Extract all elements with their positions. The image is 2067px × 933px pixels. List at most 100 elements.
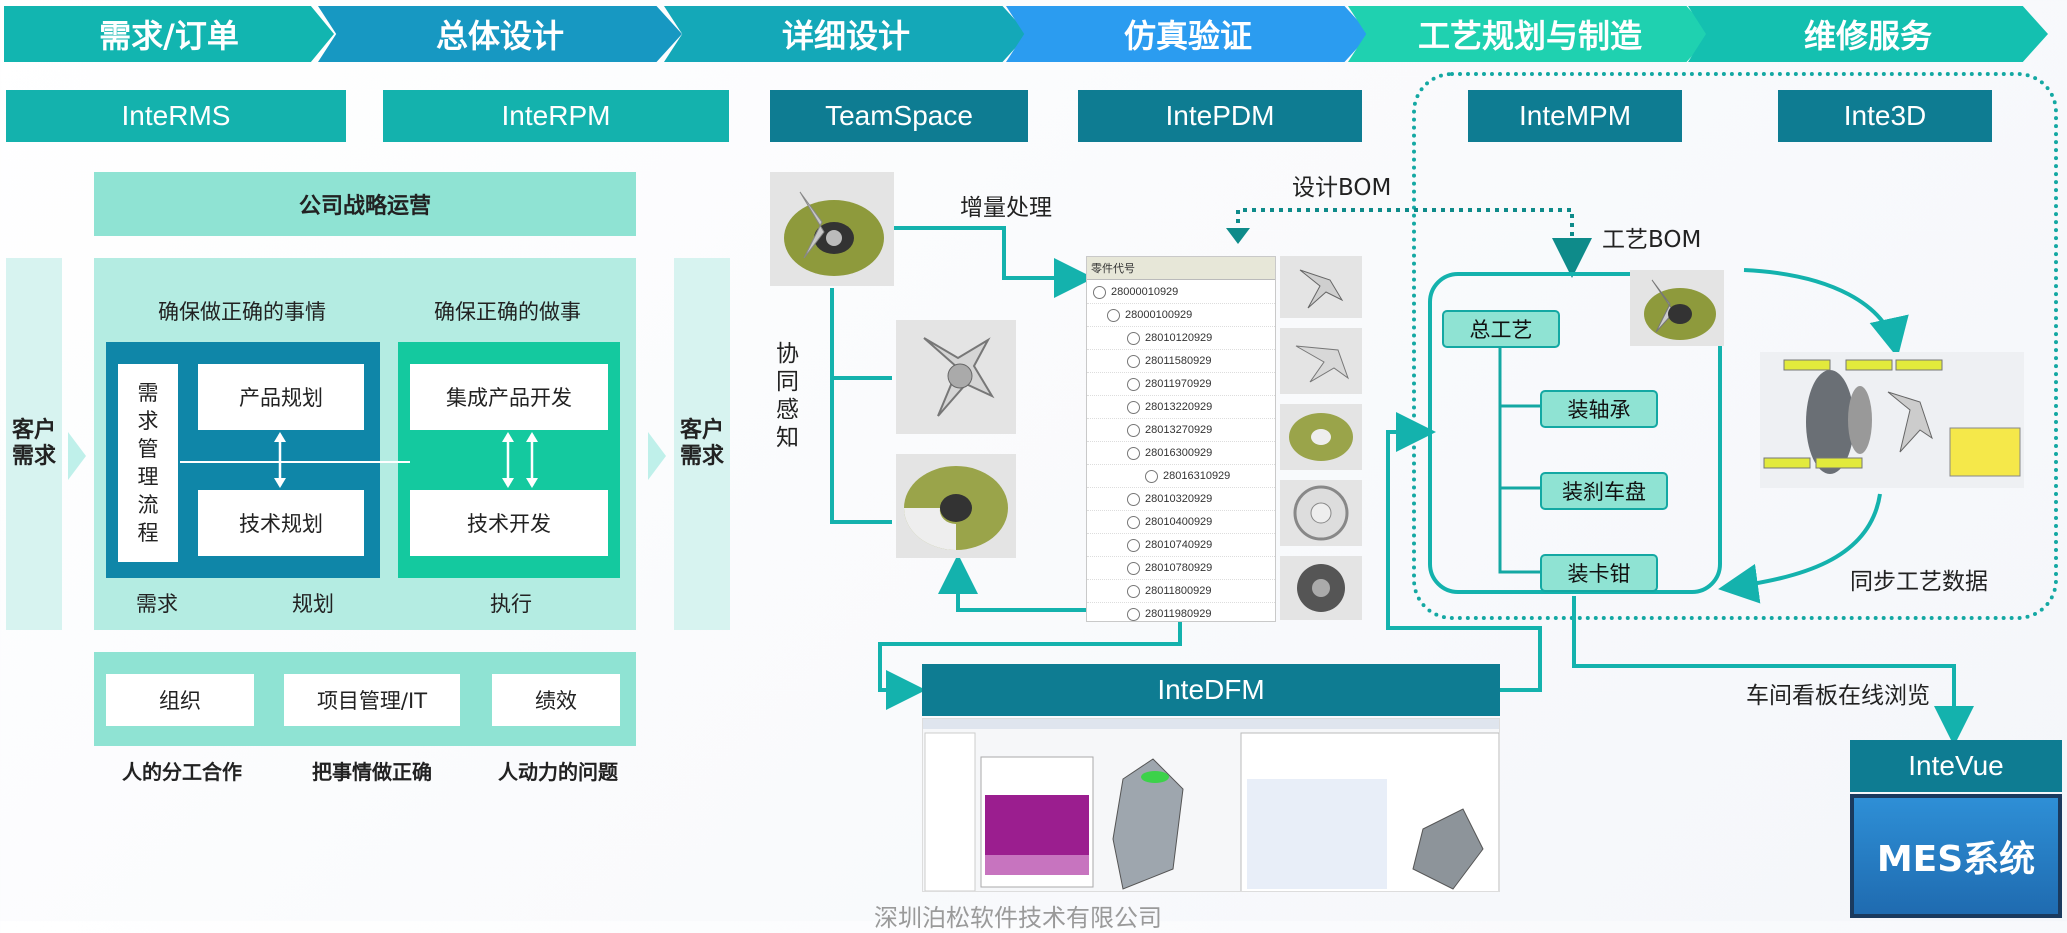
- part-node-icon: [1127, 446, 1140, 460]
- tree-row-label: 28000100929: [1125, 309, 1193, 321]
- part-node-icon: [1127, 607, 1140, 621]
- tree-row[interactable]: 28016310929: [1087, 465, 1275, 488]
- system-interpm: InteRPM: [383, 90, 729, 142]
- org-box: 组织: [106, 674, 254, 726]
- design-bom-dotted: [1236, 208, 1592, 278]
- foot-perf: 人动力的问题: [498, 760, 618, 784]
- tree-row[interactable]: 28016300929: [1087, 442, 1275, 465]
- tree-row-label: 28016310929: [1163, 470, 1231, 482]
- design-bom-label: 设计BOM: [1292, 175, 1392, 201]
- strategy-banner: 公司战略运营: [94, 172, 636, 236]
- bom-to-dfm-arrow: [878, 622, 1182, 710]
- pm-it-box: 项目管理/IT: [284, 674, 460, 726]
- system-intedfm: InteDFM: [922, 664, 1500, 716]
- tree-row-label: 28010400929: [1145, 516, 1213, 528]
- tree-row[interactable]: 28010400929: [1087, 511, 1275, 534]
- part-node-icon: [1093, 285, 1106, 299]
- tree-row[interactable]: 28013220929: [1087, 396, 1275, 419]
- customer-need-left: 客户需求: [6, 258, 62, 630]
- tree-row[interactable]: 28000010929: [1087, 281, 1275, 304]
- tree-row[interactable]: 28000100929: [1087, 304, 1275, 327]
- tree-header: 零件代号: [1087, 257, 1275, 280]
- incremental-arrow: [892, 226, 1094, 298]
- process-tree-line: [1498, 340, 1540, 574]
- tree-row-label: 28010120929: [1145, 332, 1213, 344]
- knuckle-disc-icon: [784, 191, 884, 276]
- tech-planning-box: 技术规划: [198, 490, 364, 556]
- tree-row[interactable]: 28011980929: [1087, 603, 1275, 621]
- part-node-icon: [1127, 354, 1140, 368]
- tree-row[interactable]: 28011970929: [1087, 373, 1275, 396]
- label-execution: 执行: [490, 592, 532, 616]
- do-right-things-label: 确保做正确的事情: [158, 300, 326, 324]
- tree-row-label: 28010780929: [1145, 562, 1213, 574]
- label-planning: 规划: [292, 592, 334, 616]
- bom-tree: 零件代号 28000010929 28000100929 28010120929 28…: [1086, 256, 1276, 622]
- thumb-disc: [1280, 480, 1362, 546]
- part-node-icon: [1127, 584, 1140, 598]
- manufacturing-region: [1412, 72, 2058, 620]
- knuckle-disc-icon: [1644, 279, 1716, 340]
- brake-shield-icon: [904, 466, 1008, 550]
- part-node-icon: [1107, 308, 1120, 322]
- tree-row-label: 28013270929: [1145, 424, 1213, 436]
- tree-row[interactable]: 28011580929: [1087, 350, 1275, 373]
- stage-requirement: 需求/订单: [4, 6, 334, 62]
- tree-row[interactable]: 28011800929: [1087, 580, 1275, 603]
- process-bom-box: [1428, 272, 1722, 594]
- dfm-preview: [923, 719, 1499, 891]
- brake-disc-box: 装刹车盘: [1540, 472, 1668, 510]
- inte3d-preview: [1760, 352, 2024, 488]
- system-interms: InteRMS: [6, 90, 346, 142]
- tree-row[interactable]: 28010320929: [1087, 488, 1275, 511]
- product-planning-box: 产品规划: [198, 364, 364, 430]
- workshop-label: 车间看板在线浏览: [1746, 683, 1930, 709]
- tree-row[interactable]: 28010120929: [1087, 327, 1275, 350]
- knuckle-image: [896, 320, 1016, 434]
- performance-box: 绩效: [492, 674, 620, 726]
- part-node-icon: [1127, 423, 1140, 437]
- system-intepdm: IntePDM: [1078, 90, 1362, 142]
- dfm-screenshot: [922, 718, 1500, 892]
- part-node-icon: [1127, 492, 1140, 506]
- tree-row-label: 28010740929: [1145, 539, 1213, 551]
- system-teamspace: TeamSpace: [770, 90, 1028, 142]
- process-part-image: [1630, 270, 1724, 346]
- system-intevue: InteVue: [1850, 740, 2062, 792]
- system-inte3d: Inte3D: [1778, 90, 1992, 142]
- knuckle-icon: [923, 337, 995, 417]
- tree-row[interactable]: 28010740929: [1087, 534, 1275, 557]
- do-things-right-label: 确保正确的做事: [434, 300, 581, 324]
- thumb-knuckle-disc: [1280, 256, 1362, 318]
- brake-disc-image: [896, 454, 1016, 558]
- part-node-icon: [1127, 331, 1140, 345]
- collab-line: [830, 288, 892, 524]
- tree-row[interactable]: 28013270929: [1087, 419, 1275, 442]
- incremental-label: 增量处理: [960, 195, 1052, 221]
- dfm-to-mpm-arrow: [1386, 412, 1542, 692]
- feedback-arrow: [938, 554, 1086, 612]
- tree-row-label: 28011800929: [1145, 585, 1212, 597]
- tree-row-label: 28011580929: [1145, 355, 1212, 367]
- company-footer: 深圳泊松软件技术有限公司: [874, 904, 1162, 932]
- tree-row[interactable]: 28010780929: [1087, 557, 1275, 580]
- requirement-process: 需求管理流程: [118, 364, 178, 562]
- collab-label: 协同感知: [776, 341, 799, 451]
- part-node-icon: [1127, 561, 1140, 575]
- ipd-box: 集成产品开发: [410, 364, 608, 430]
- part-node-icon: [1127, 515, 1140, 529]
- foot-pm: 把事情做正确: [312, 760, 432, 784]
- foot-org: 人的分工合作: [122, 760, 242, 784]
- system-intempm: InteMPM: [1468, 90, 1682, 142]
- mes-screen: MES系统: [1854, 798, 2058, 914]
- stage-detail-design: 详细设计: [664, 6, 1028, 62]
- part-node-icon: [1127, 377, 1140, 391]
- part-node-icon: [1127, 400, 1140, 414]
- label-requirement: 需求: [136, 592, 178, 616]
- thumb-knuckle: [1280, 328, 1362, 394]
- tech-dev-box: 技术开发: [410, 490, 608, 556]
- assembly-exploded-icon: [1763, 359, 2021, 477]
- tree-row-label: 28016300929: [1145, 447, 1213, 459]
- customer-need-right: 客户需求: [674, 258, 730, 630]
